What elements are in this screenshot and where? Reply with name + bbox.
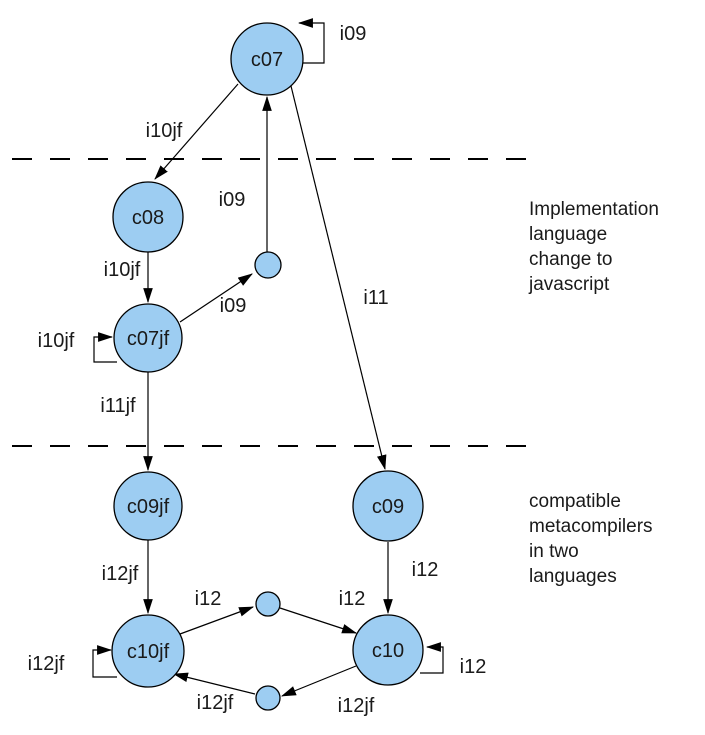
edge-label: i12jf — [102, 563, 139, 585]
node-label-c07jf: c07jf — [127, 328, 170, 350]
edge-label: i12 — [412, 559, 439, 581]
edge-label: i12 — [195, 588, 222, 610]
annotation-implementation-change: Implementation language change to javasc… — [529, 199, 659, 295]
node-dot2 — [255, 591, 281, 617]
edge-c07-to-c09 — [290, 85, 387, 471]
edge-dot2-to-c10 — [279, 607, 358, 634]
node-label-c09jf: c09jf — [127, 496, 170, 518]
edge-label: i09 — [340, 23, 367, 45]
edge-dot3-to-c10jf — [172, 672, 256, 695]
node-c08 — [112, 181, 184, 253]
node-dot1 — [254, 251, 282, 279]
node-c10jf — [111, 614, 185, 688]
edge-label: i10jf — [104, 259, 141, 281]
self-loop-c07jf — [93, 332, 117, 363]
node-label-c09: c09 — [372, 496, 404, 518]
edge-label: i09 — [219, 189, 246, 211]
edge-label: i09 — [220, 295, 247, 317]
edge-label: i12jf — [338, 695, 375, 717]
node-label-c07: c07 — [251, 49, 283, 71]
edge-label: i12jf — [28, 653, 65, 675]
node-label-c10: c10 — [372, 640, 404, 662]
node-label-c10jf: c10jf — [127, 641, 170, 663]
self-loop-c10 — [420, 642, 444, 674]
edge-label: i12jf — [197, 692, 234, 714]
node-label-c08: c08 — [132, 207, 164, 229]
node-c09jf — [113, 471, 183, 541]
node-c07jf — [113, 303, 183, 373]
edge-c07-to-c08 — [154, 83, 239, 180]
edge-label: i12 — [460, 656, 487, 678]
node-dot3 — [255, 685, 281, 711]
node-c10 — [352, 614, 424, 686]
edge-label: i10jf — [146, 120, 183, 142]
edge-c10-to-dot3 — [281, 665, 357, 697]
edge-c10jf-to-dot2 — [179, 606, 255, 635]
edge-label: i11 — [363, 287, 388, 309]
edge-label: i12 — [339, 588, 366, 610]
edge-label: i11jf — [100, 395, 136, 417]
edge-c07jf-to-dot1 — [179, 273, 253, 323]
node-c07 — [230, 22, 304, 96]
node-c09 — [352, 470, 424, 542]
annotation-compatible-metacompilers: compatible metacompilers in two language… — [529, 491, 653, 587]
self-loop-c10jf — [92, 645, 117, 678]
edge-label: i10jf — [38, 330, 75, 352]
self-loop-c07 — [297, 18, 325, 64]
